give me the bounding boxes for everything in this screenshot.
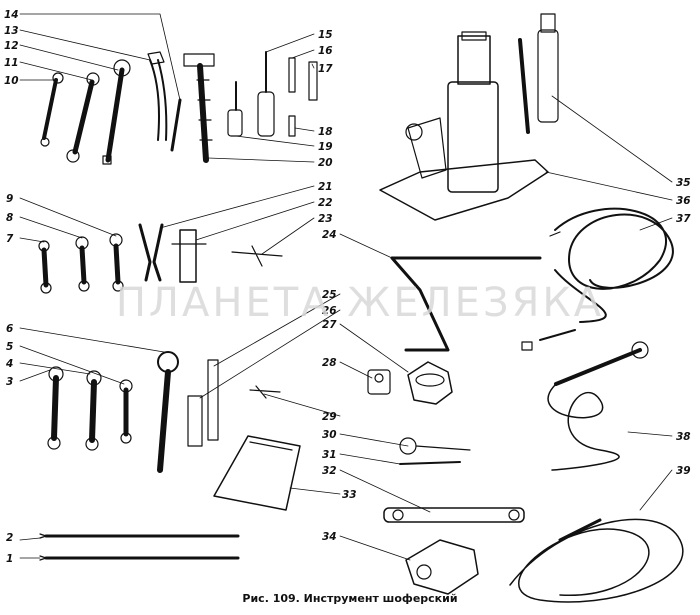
bit-17 [308,61,318,101]
open-wrench-4 [85,370,102,451]
box-wrench-10 [40,72,64,147]
callout-2: 2 [6,532,13,544]
callout-3: 3 [6,376,13,388]
callout-36: 36 [676,195,691,207]
socket-wrench-25 [187,359,219,447]
open-wrench-5 [119,379,133,444]
bit-16 [288,57,296,93]
callout-31: 31 [322,449,337,461]
inspection-lamp-38 [547,341,649,471]
wheel-nut-26 [407,361,453,405]
rod-2 [39,533,240,539]
valve-31 [399,461,461,465]
jack-handle-35 [518,13,559,134]
open-wrench-8 [75,236,90,292]
callout-6: 6 [6,323,13,335]
feeler-gauge-23 [231,245,283,267]
callout-37: 37 [676,213,691,225]
callout-1: 1 [6,553,13,565]
callout-34: 34 [322,531,337,543]
callout-28: 28 [322,357,337,369]
callout-25: 25 [322,289,337,301]
callout-13: 13 [4,25,19,37]
box-wrench-12 [102,59,131,165]
callout-15: 15 [318,29,333,41]
key-29 [249,385,281,399]
bottle-jack-36 [379,31,549,221]
callout-38: 38 [676,431,691,443]
leader-lines [19,13,673,561]
box-wrench-11 [66,72,100,163]
cable-39 [509,518,684,603]
screwdriver-19 [227,81,243,137]
callout-29: 29 [322,411,337,423]
callout-21: 21 [318,181,333,193]
nut-28 [367,369,391,395]
open-wrench-7 [38,240,52,294]
callout-32: 32 [322,465,337,477]
callout-22: 22 [318,197,333,209]
bit-18 [288,115,296,137]
screwdriver-15 [257,51,275,137]
callout-14: 14 [4,9,19,21]
callout-12: 12 [4,40,19,52]
socket-34 [405,539,479,595]
callout-33: 33 [342,489,357,501]
screwdriver-14 [170,98,182,152]
pliers-13 [147,51,168,141]
open-wrench-3 [47,366,64,450]
callout-7: 7 [6,233,14,245]
open-wrench-9 [109,233,124,292]
crank-handle-24 [390,256,542,352]
callout-35: 35 [676,177,691,189]
callout-26: 26 [322,305,337,317]
spark-plug-wrench-22 [171,229,207,283]
callout-17: 17 [318,63,333,75]
callout-8: 8 [6,212,13,224]
callout-16: 16 [318,45,333,57]
figure-caption: Рис. 109. Инструмент шоферский [242,592,458,605]
combination-pliers-21 [138,223,164,282]
callout-18: 18 [318,126,333,138]
callout-27: 27 [322,319,337,331]
ring-spanner-6 [157,351,179,473]
callout-9: 9 [6,193,13,205]
hammer-20 [183,53,215,163]
callout-19: 19 [318,141,333,153]
callout-23: 23 [318,213,333,225]
tire-gauge-30 [399,437,471,455]
callout-4: 4 [5,358,13,370]
callout-20: 20 [318,157,333,169]
rod-1 [39,555,240,561]
callout-11: 11 [4,57,19,69]
callout-30: 30 [322,429,337,441]
callout-10: 10 [4,75,19,87]
callout-5: 5 [6,341,13,353]
manual-33 [213,435,301,511]
wheel-brace-32 [383,507,525,523]
callout-24: 24 [322,229,337,241]
tire-hose-37 [521,207,674,351]
callout-39: 39 [676,465,691,477]
